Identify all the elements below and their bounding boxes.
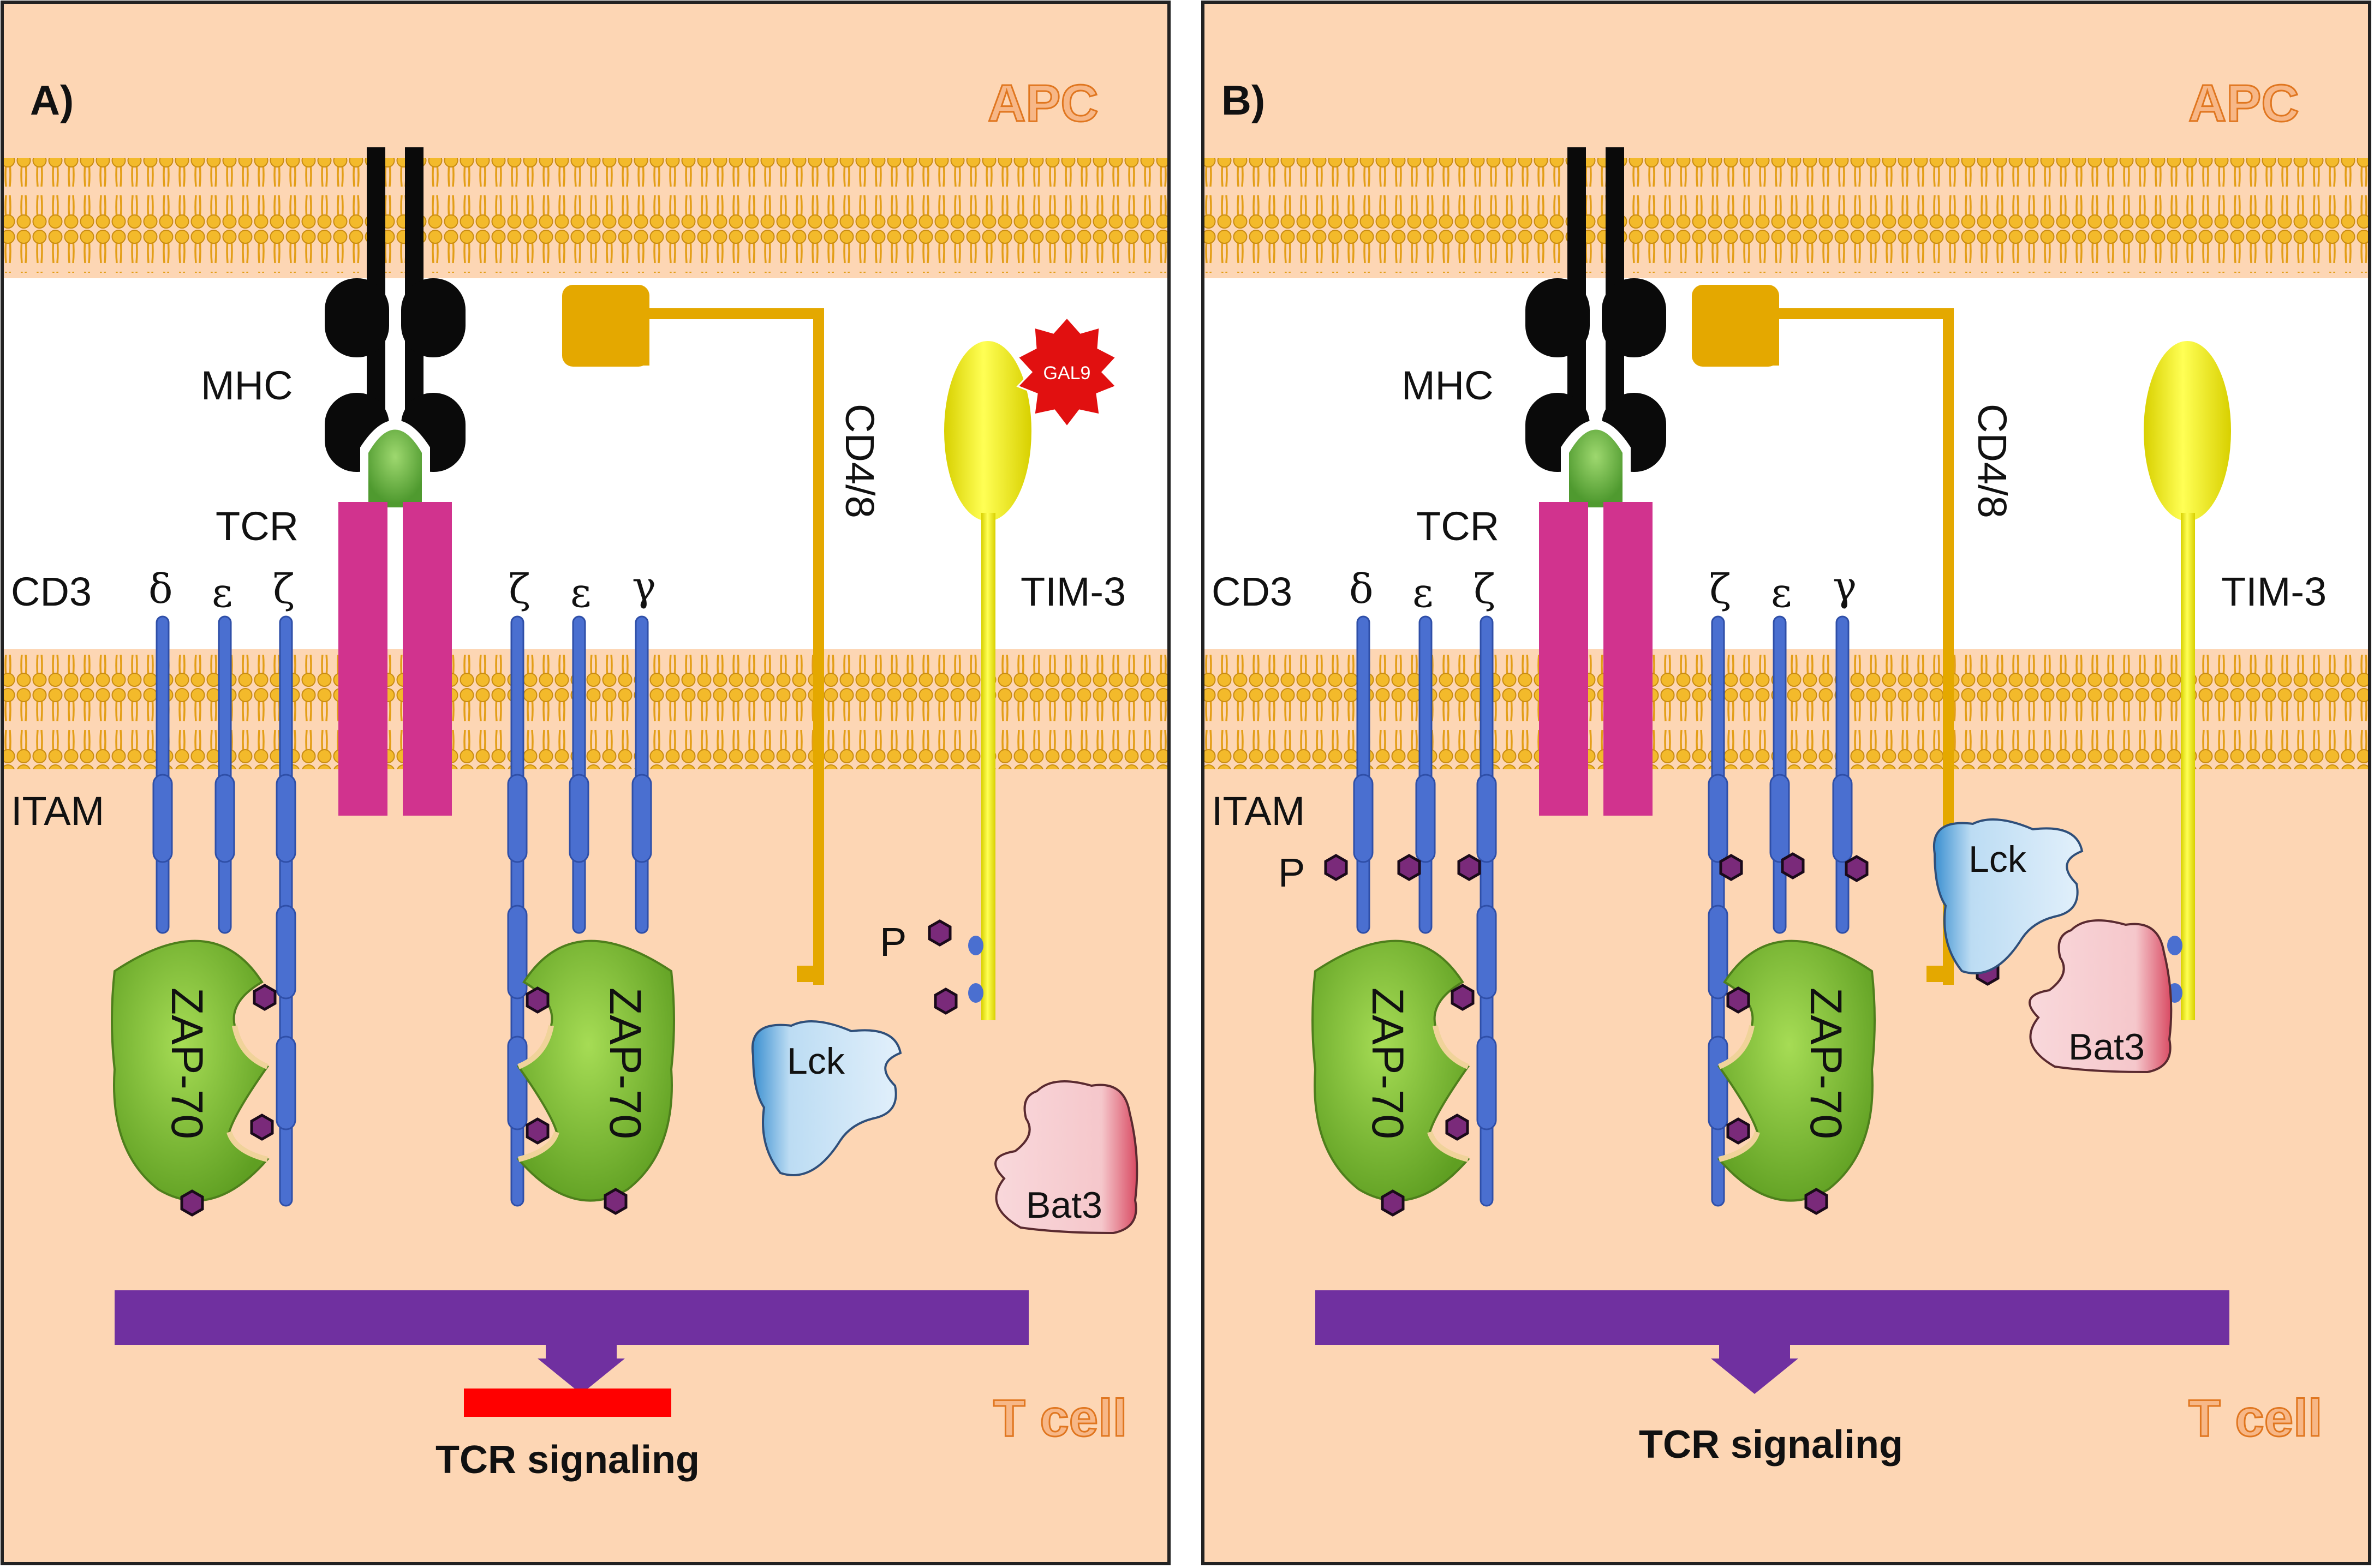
cd4-8-label: CD4/8 xyxy=(1970,404,2015,518)
cd3-label: CD3 xyxy=(11,569,92,614)
bat3-protein: Bat3 xyxy=(994,1080,1138,1235)
phosphate-label: P xyxy=(880,919,906,965)
cd3-chains xyxy=(1353,615,1853,1207)
tcr-label: TCR xyxy=(216,504,299,549)
chain-zeta-label: ζ xyxy=(1709,566,1731,613)
apc-label: APC xyxy=(2188,74,2299,133)
mhc-complex xyxy=(325,147,466,507)
chain-delta-label: δ xyxy=(1349,566,1374,613)
itam-label: ITAM xyxy=(11,788,104,834)
tcr-receptor xyxy=(338,502,452,816)
apc-label: APC xyxy=(988,74,1099,133)
chain-gamma-label: γ xyxy=(1833,563,1857,610)
phosphate-label: P xyxy=(1278,850,1305,895)
zap70-label: ZAP-70 xyxy=(600,988,650,1139)
mhc-label: MHC xyxy=(201,363,293,408)
lck-kinase: Lck xyxy=(751,1020,902,1176)
cd3-label: CD3 xyxy=(1212,569,1292,614)
panel-b: B) APC T cell MHC TCR CD3 δ ε ζ ζ ε γ IT… xyxy=(1201,1,2371,1565)
chain-epsilon-label: ε xyxy=(570,570,591,617)
chain-zeta-label: ζ xyxy=(509,566,530,613)
signaling-bar xyxy=(1315,1290,2229,1345)
chain-epsilon-label: ε xyxy=(1412,570,1433,617)
signaling-arrow xyxy=(538,1345,625,1394)
cd4-8-coreceptor xyxy=(540,285,824,985)
zap70-label: ZAP-70 xyxy=(1801,988,1851,1139)
panel-a: A) APC T cell MHC TCR CD3 δ ε ζ ζ ε γ IT… xyxy=(1,1,1171,1565)
lck-kinase: Lck xyxy=(1932,818,2084,974)
gal9-label: GAL9 xyxy=(1043,363,1091,384)
chain-zeta-label: ζ xyxy=(1474,566,1495,613)
tcell-label: T cell xyxy=(2188,1389,2322,1447)
zap70-right: ZAP-70 xyxy=(1717,939,1876,1202)
tcr-signaling-label: TCR signaling xyxy=(436,1438,700,1482)
peptide xyxy=(1569,429,1623,507)
mhc-complex xyxy=(1525,147,1666,507)
zap70-left: ZAP-70 xyxy=(1311,939,1470,1202)
itam-label: ITAM xyxy=(1212,788,1305,834)
tim3-label: TIM-3 xyxy=(1021,569,1126,614)
tcell-label: T cell xyxy=(993,1389,1127,1447)
cd4-8-label: CD4/8 xyxy=(837,404,882,518)
bat3-label: Bat3 xyxy=(2068,1026,2145,1068)
tim3-receptor xyxy=(2144,341,2231,1020)
peptide xyxy=(368,429,422,507)
chain-gamma-label: γ xyxy=(632,563,656,610)
zap70-right: ZAP-70 xyxy=(516,939,675,1202)
zap70-label: ZAP-70 xyxy=(1363,988,1412,1139)
mhc-label: MHC xyxy=(1401,363,1494,408)
zap70-label: ZAP-70 xyxy=(162,988,212,1139)
zap70-left: ZAP-70 xyxy=(111,939,270,1202)
lck-label: Lck xyxy=(787,1040,845,1082)
tim3-label: TIM-3 xyxy=(2221,569,2327,614)
panel-label: B) xyxy=(1221,77,1265,124)
panel-label: A) xyxy=(30,77,74,124)
bat3-protein: Bat3 xyxy=(2029,919,2173,1074)
gal9-ligand: GAL9 xyxy=(1016,316,1118,428)
inhibition-bar xyxy=(464,1389,671,1417)
chain-zeta-label: ζ xyxy=(273,566,295,613)
chain-epsilon-label: ε xyxy=(212,570,232,617)
bat3-label: Bat3 xyxy=(1026,1184,1102,1226)
tcr-signaling-label: TCR signaling xyxy=(1639,1423,1903,1467)
tcr-receptor xyxy=(1539,502,1653,816)
chain-delta-label: δ xyxy=(148,566,173,613)
cd3-chains xyxy=(152,615,652,1207)
lck-label: Lck xyxy=(1969,839,2027,880)
tcr-label: TCR xyxy=(1416,504,1499,549)
chain-epsilon-label: ε xyxy=(1771,570,1792,617)
signaling-arrow xyxy=(1711,1345,1798,1394)
signaling-bar xyxy=(115,1290,1029,1345)
cd4-8-coreceptor xyxy=(1670,285,1954,985)
tim3-receptor xyxy=(944,341,1031,1020)
